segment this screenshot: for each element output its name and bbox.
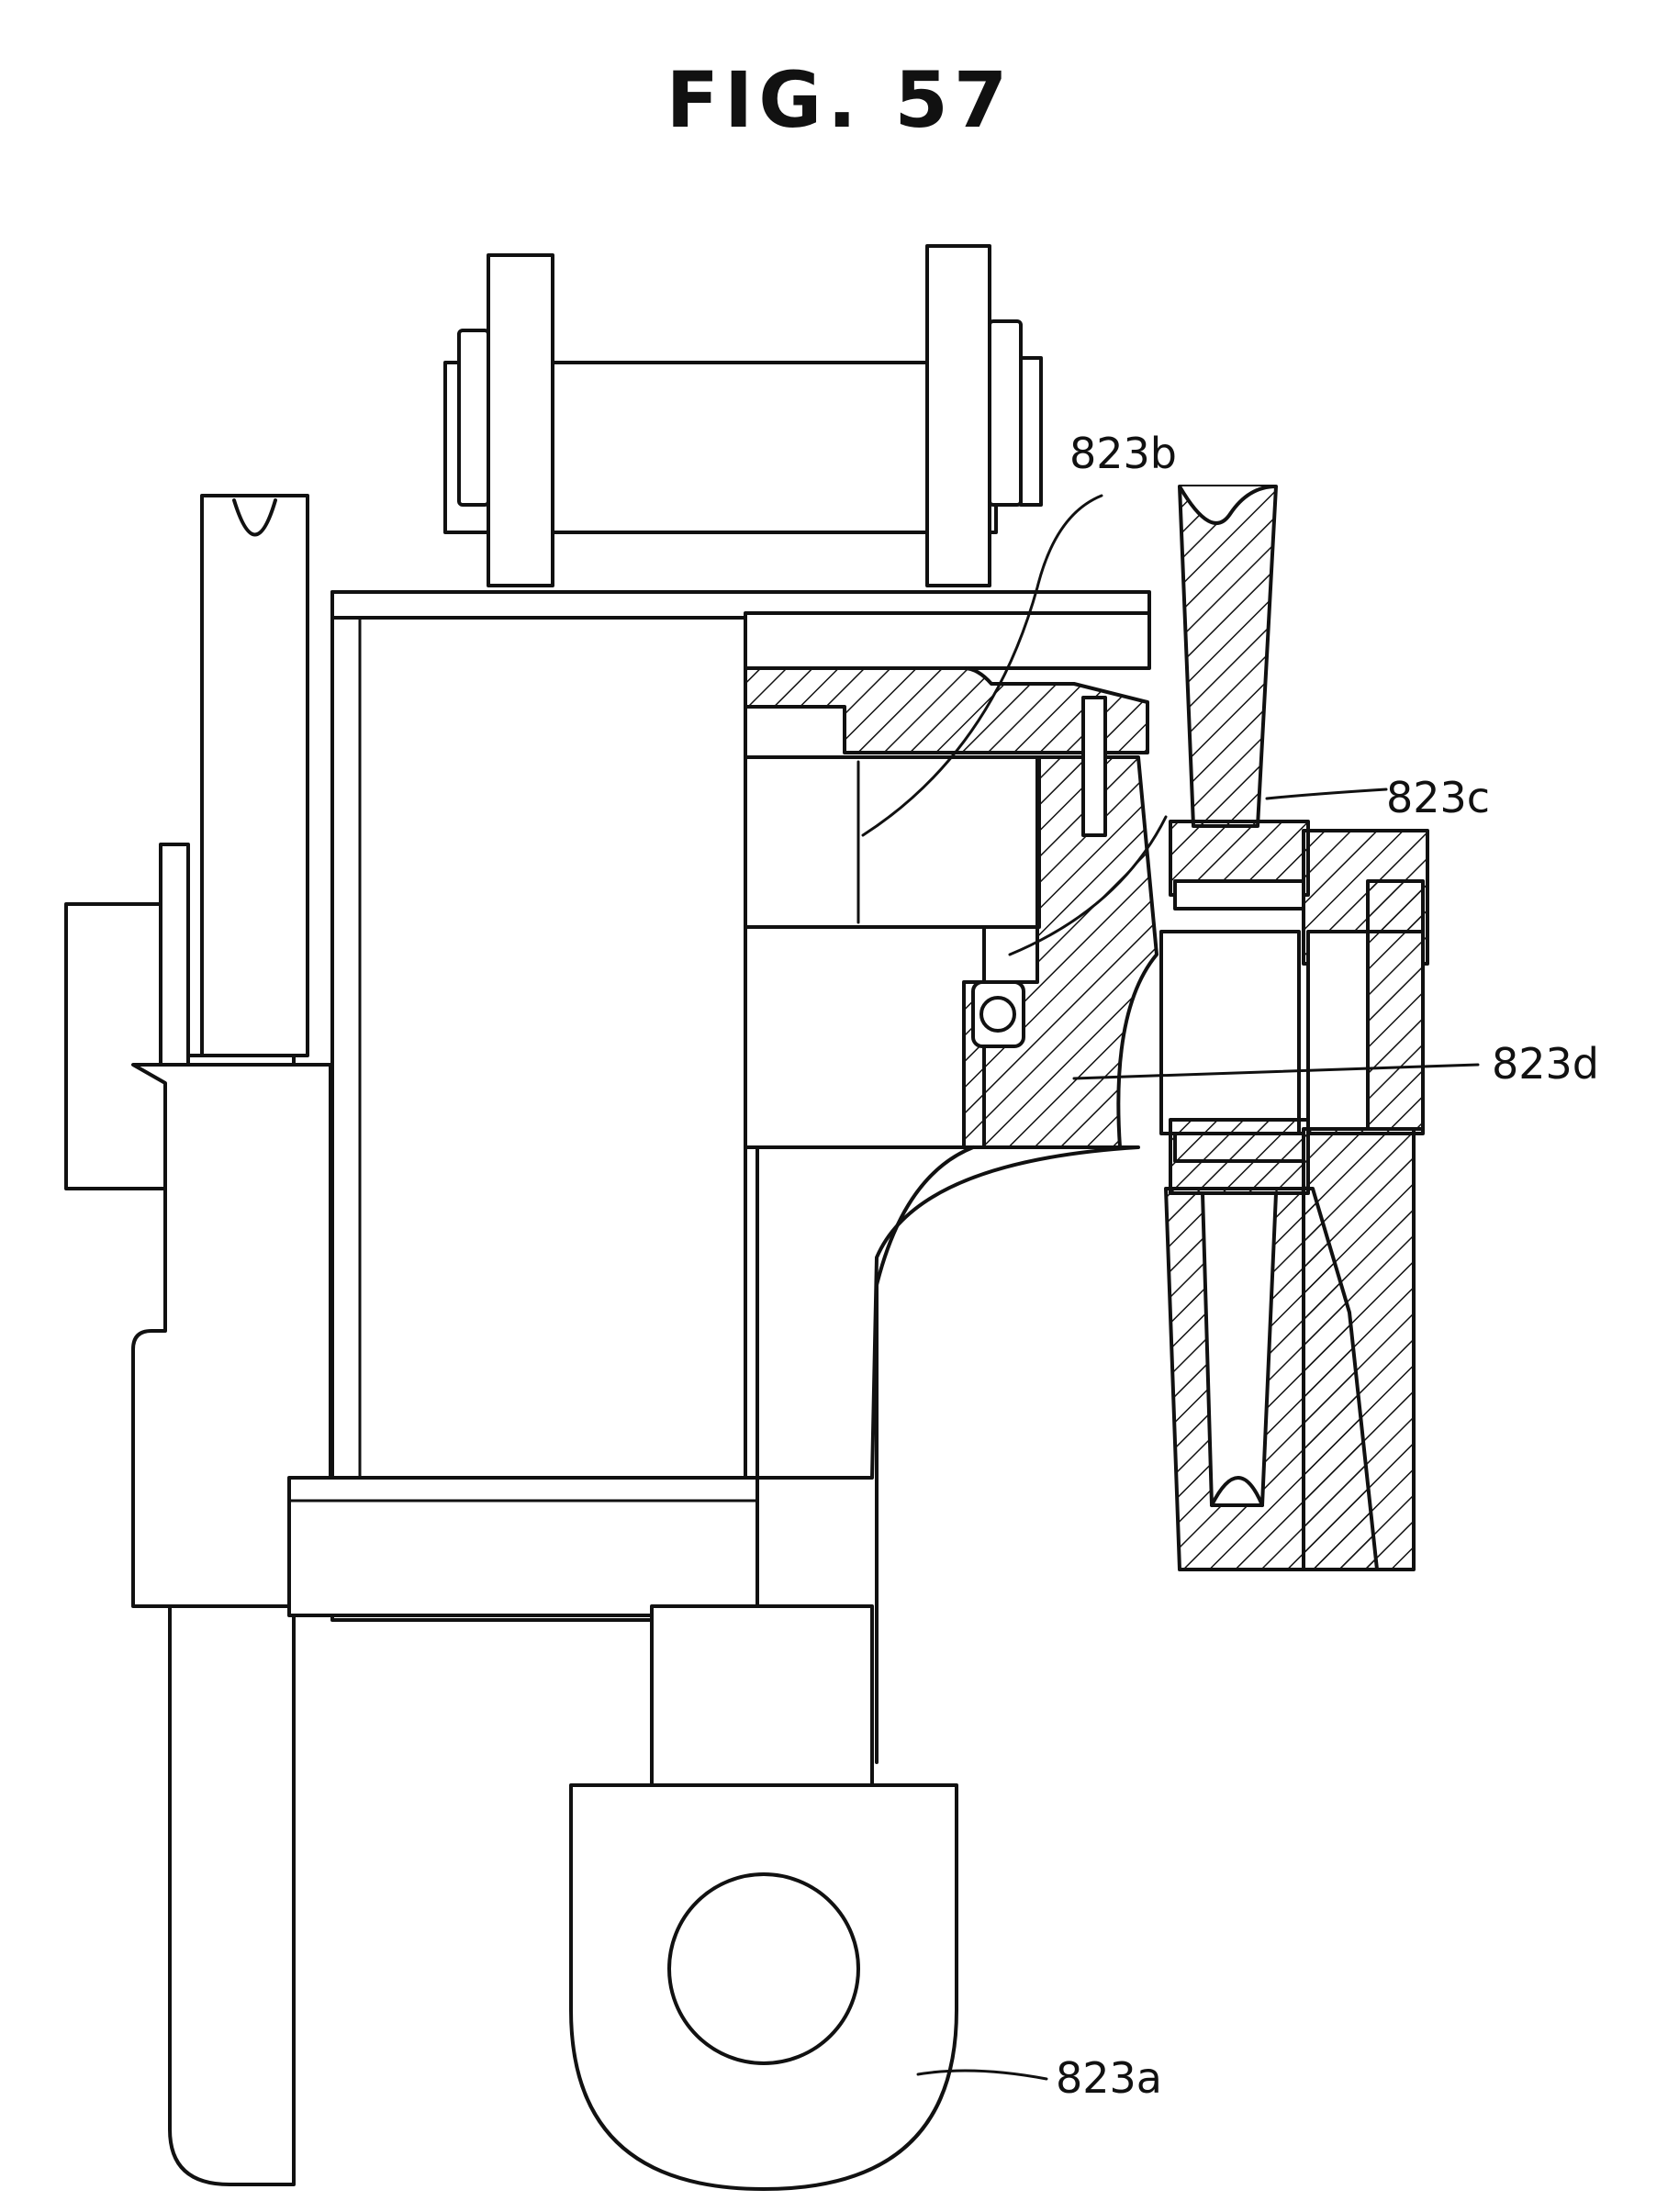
- leader-823d: [1072, 1063, 1480, 1080]
- top-roller-assembly: [443, 244, 1043, 587]
- rod-eye: [569, 1783, 958, 2191]
- upper-hatched-section: [744, 666, 1149, 754]
- label-823d: 823d: [1492, 1039, 1599, 1089]
- main-frame: [131, 590, 1151, 1622]
- pulley-hub-lower: [1169, 1118, 1310, 1195]
- leader-lines: [861, 494, 1480, 2081]
- right-housing: [744, 666, 1159, 1764]
- left-pulley-groove: [232, 498, 277, 537]
- central-housing: [330, 590, 747, 1622]
- right-pulley-upper-web: [1178, 485, 1278, 828]
- left-pulley-sheave: [200, 494, 309, 1057]
- right-pulley-assembly: [1159, 485, 1429, 1571]
- shaft-block-upper: [744, 755, 1041, 929]
- pulley-shaft: [1159, 930, 1301, 1135]
- leader-823b: [861, 494, 1103, 837]
- connecting-rod: [650, 1604, 874, 1787]
- leader-823c: [1265, 788, 1388, 800]
- right-bolt-nut: [1019, 356, 1043, 507]
- label-823c: 823c: [1386, 773, 1490, 822]
- label-823b: 823b: [1069, 429, 1177, 478]
- eye-hole: [667, 1872, 860, 2065]
- leader-823a: [916, 2069, 1048, 2081]
- shaft-block-lower: [744, 925, 986, 1149]
- set-screw: [1081, 696, 1107, 837]
- bottom-plate: [287, 1476, 759, 1617]
- left-hub-cap: [64, 902, 178, 1190]
- left-bracket-plate: [487, 253, 554, 587]
- leader-823c-2: [1008, 815, 1168, 956]
- lower-rod-eye: [569, 1604, 958, 2191]
- needle-bearing-upper: [1173, 879, 1305, 910]
- label-823a: 823a: [1056, 2053, 1162, 2103]
- ball-bearing: [971, 980, 1025, 1048]
- left-housing: [131, 1063, 332, 1608]
- right-bolt-head: [988, 319, 1023, 507]
- left-hub-flange: [159, 843, 190, 1067]
- lower-leg-left: [744, 1145, 1140, 1480]
- right-bracket-plate: [925, 244, 991, 587]
- right-side-cover: [1302, 1127, 1416, 1571]
- figure-title: FIG. 57: [666, 55, 1013, 145]
- lock-nut: [1366, 879, 1425, 1131]
- upper-rail: [744, 611, 1151, 670]
- left-bolt-head: [457, 329, 490, 507]
